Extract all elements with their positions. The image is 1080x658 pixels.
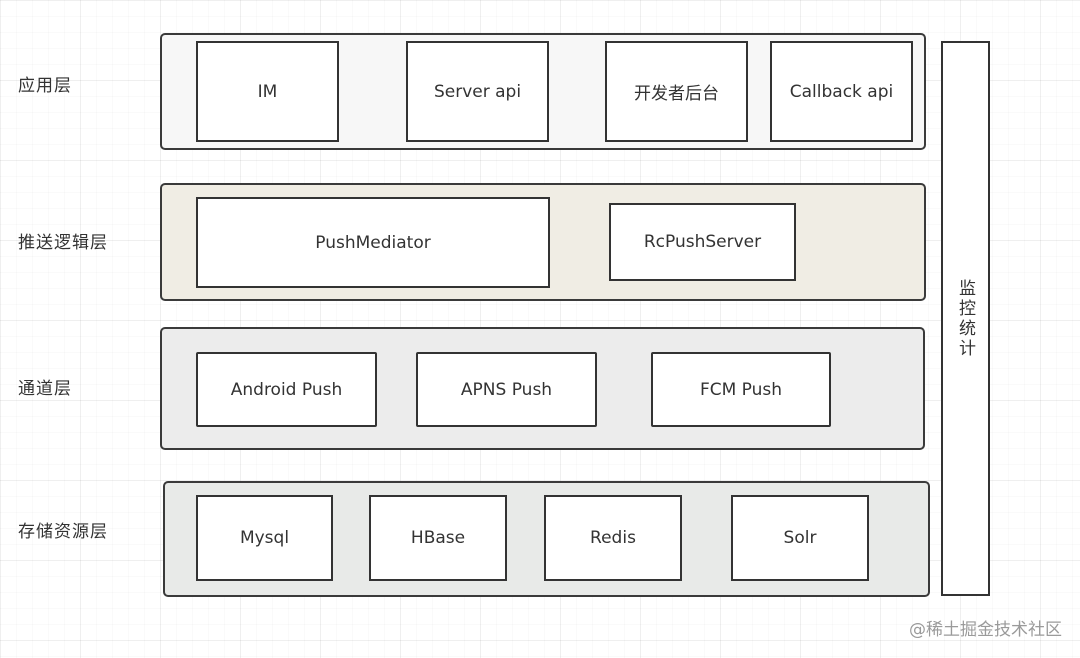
monitor-statistics-label: 监控统计 — [955, 278, 975, 359]
component-server-api: Server api — [406, 41, 549, 142]
component-developer-console: 开发者后台 — [605, 41, 748, 142]
component-mysql: Mysql — [196, 495, 333, 581]
layer-label-application: 应用层 — [18, 76, 72, 96]
component-apns-push: APNS Push — [416, 352, 597, 427]
component-hbase: HBase — [369, 495, 507, 581]
watermark: @稀土掘金技术社区 — [909, 620, 1062, 640]
component-fcm-push: FCM Push — [651, 352, 831, 427]
component-callback-api: Callback api — [770, 41, 913, 142]
monitor-statistics-column: 监控统计 — [941, 41, 990, 596]
component-android-push: Android Push — [196, 352, 377, 427]
layer-label-push-logic: 推送逻辑层 — [18, 233, 108, 253]
component-redis: Redis — [544, 495, 682, 581]
layer-label-storage: 存储资源层 — [18, 522, 108, 542]
component-push-mediator: PushMediator — [196, 197, 550, 288]
component-solr: Solr — [731, 495, 869, 581]
component-im: IM — [196, 41, 339, 142]
component-rc-push-server: RcPushServer — [609, 203, 796, 281]
layer-label-channel: 通道层 — [18, 379, 72, 399]
